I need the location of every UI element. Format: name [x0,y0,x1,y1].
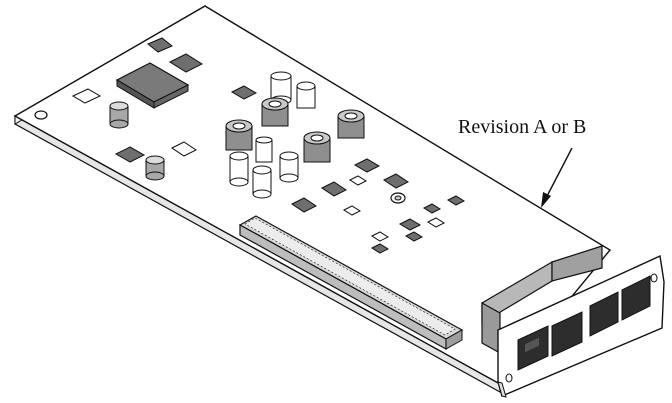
capacitor [109,101,129,129]
small-ic [230,85,258,100]
inductor [337,109,365,139]
rj45-port [589,291,619,337]
callout-arrow [541,147,573,208]
port-housing [481,245,603,355]
revision-label: Revision A or B [458,116,587,138]
smd-component [291,158,466,254]
rj45-port [551,311,583,357]
inductor [303,131,331,163]
capacitor [145,155,165,181]
small-ic-top [147,37,173,53]
capacitor [229,151,249,187]
small-ic-right [168,53,204,73]
mounting-hole [34,110,48,120]
capacitor [252,165,272,199]
capacitor [296,81,316,109]
main-chip [115,62,190,109]
resistor [171,141,197,157]
inductor [225,119,253,151]
inductor [261,97,289,127]
capacitor [255,136,273,163]
resistor [71,88,102,104]
led [390,192,406,204]
small-ic [114,146,146,163]
rj45-port [621,275,651,321]
rj45-port [517,325,549,371]
edge-connector [238,215,464,351]
capacitor [279,151,299,183]
